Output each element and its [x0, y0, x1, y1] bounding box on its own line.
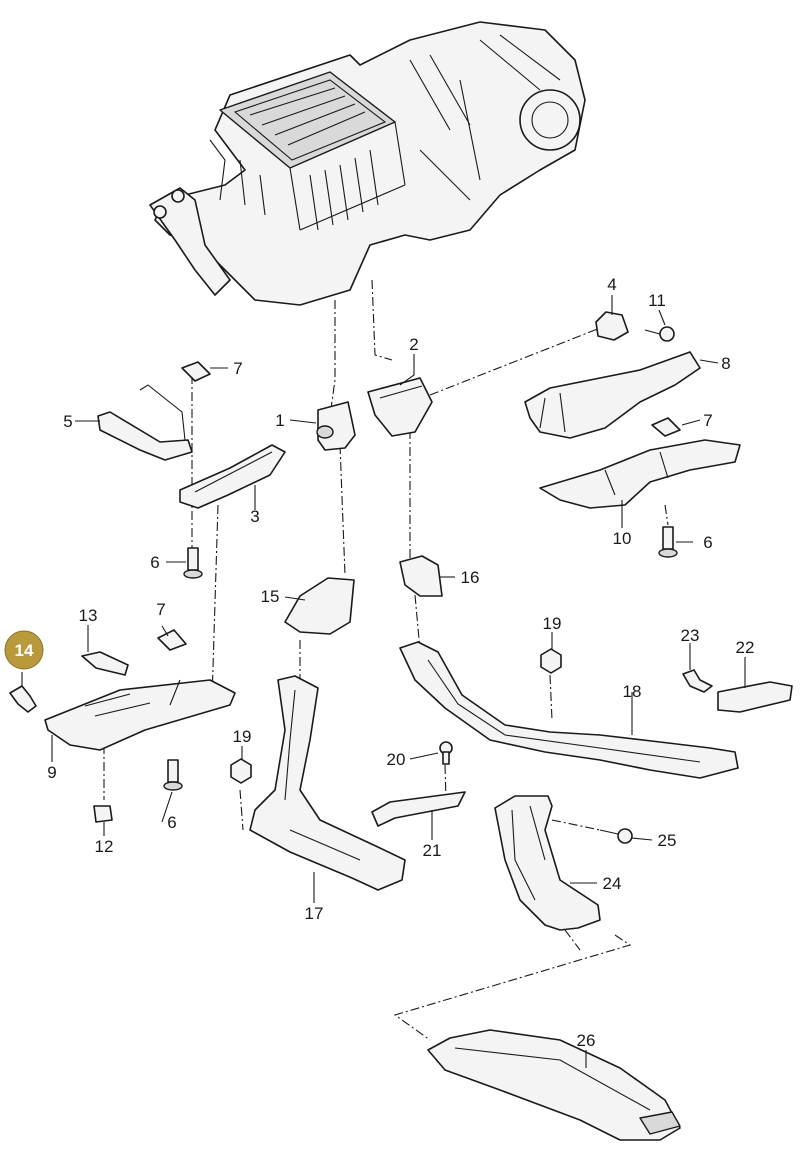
callout-26: 26 [577, 1031, 596, 1050]
callout-5: 5 [63, 412, 72, 431]
part-7c-clip [157, 629, 187, 651]
part-19a-nut [540, 648, 562, 674]
part-11-screw [644, 326, 675, 342]
leader-lines [21, 295, 746, 1068]
callout-15: 15 [261, 587, 280, 606]
part-25-screw [599, 828, 633, 844]
callout-6c: 6 [167, 813, 176, 832]
highlight-label: 14 [15, 641, 34, 660]
callout-18: 18 [623, 682, 642, 701]
part-6b-screw [658, 526, 678, 558]
part-18-duct [399, 641, 739, 779]
callout-19a: 19 [543, 614, 562, 633]
callout-23: 23 [681, 626, 700, 645]
callout-19b: 19 [233, 727, 252, 746]
part-24-duct [494, 795, 601, 931]
callout-7a: 7 [233, 359, 242, 378]
callout-4: 4 [607, 275, 616, 294]
part-15-duct [284, 577, 355, 635]
part-6a-screw [183, 547, 203, 579]
callout-22: 22 [736, 638, 755, 657]
part-12-nut [93, 805, 113, 823]
highlight-circle [4, 630, 44, 670]
part-22-pad [717, 681, 793, 713]
part-7b-clip [651, 417, 681, 437]
callout-6b: 6 [703, 533, 712, 552]
assembly-lines [103, 279, 669, 1041]
callout-16: 16 [461, 568, 480, 587]
callout-labels: 1 2 3 4 5 6 6 6 7 7 7 8 9 10 11 12 13 15… [47, 275, 754, 1050]
callout-17: 17 [305, 904, 324, 923]
part-7a-clip [181, 361, 211, 382]
callout-7b: 7 [703, 411, 712, 430]
callout-25: 25 [658, 831, 677, 850]
callout-8: 8 [721, 354, 730, 373]
callout-12: 12 [95, 837, 114, 856]
callout-20: 20 [387, 750, 406, 769]
part-14-clip [9, 685, 37, 713]
part-2 [367, 377, 433, 437]
part-6c-screw [163, 759, 183, 791]
part-17-duct [249, 675, 406, 891]
callout-10: 10 [613, 529, 632, 548]
callout-11: 11 [648, 291, 666, 310]
callout-2: 2 [409, 335, 418, 354]
part-23-clip [682, 669, 713, 693]
part-3 [179, 444, 286, 509]
part-5 [97, 384, 193, 461]
hvac-unit [149, 21, 586, 306]
callout-21: 21 [423, 841, 442, 860]
callout-3: 3 [250, 507, 259, 526]
part-8-duct [524, 351, 701, 439]
callout-6a: 6 [150, 553, 159, 572]
part-21-bracket [371, 791, 466, 827]
part-19b-nut [230, 758, 252, 784]
highlighted-callout-14[interactable]: 14 [4, 630, 44, 670]
part-20-screw [439, 741, 453, 765]
part-26-duct [427, 1029, 681, 1141]
part-13-bolt [81, 651, 129, 676]
part-9-cover [44, 679, 236, 751]
callout-13: 13 [79, 606, 98, 625]
callout-1: 1 [275, 411, 284, 430]
callout-9: 9 [47, 763, 56, 782]
callout-7c: 7 [156, 600, 165, 619]
part-4 [595, 311, 629, 341]
part-1 [316, 401, 356, 451]
part-10-tray [539, 439, 741, 509]
part-16-duct [399, 555, 443, 597]
callout-24: 24 [603, 874, 622, 893]
